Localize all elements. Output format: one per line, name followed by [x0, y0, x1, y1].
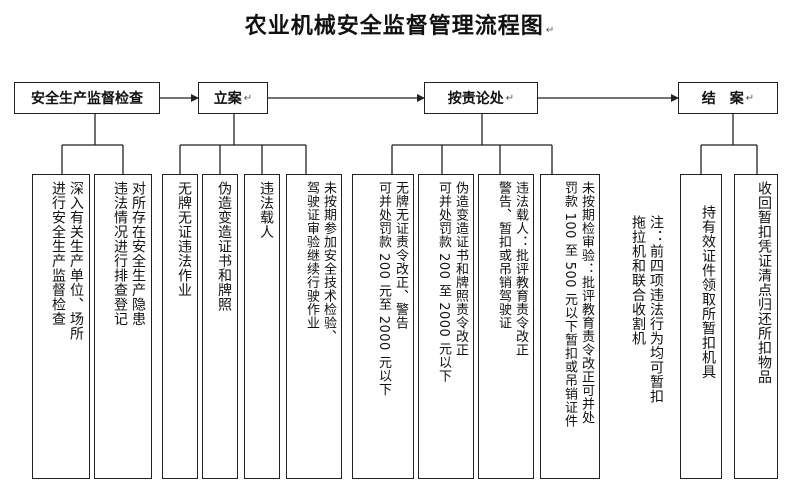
note-text: 注：前四项违法行为均可暂扣 拖拉机和联合收割机 — [630, 215, 664, 404]
stage-box-penalty: 按责论处↵ — [424, 82, 538, 114]
detail-box-12: 收回暂扣凭证清点归还所扣物品 — [734, 174, 778, 479]
detail-text-8: 伪造变造证书和牌照责令改正 可并处罚款 200 至 2000 元以下 — [436, 181, 468, 383]
stage-label-inspection: 安全生产监督检查 — [31, 91, 143, 107]
detail-box-3: 无牌无证违法作业 — [162, 174, 198, 479]
detail-text-10: 未按期检审验：批评教育责令改正可并处 罚款 100 至 500 元以下暂扣或吊销… — [562, 181, 594, 428]
diagram-title-text: 农业机械安全监督管理流程图 — [244, 14, 544, 39]
stage-box-closing: 结 案↵ — [678, 82, 778, 114]
detail-text-3: 无牌无证违法作业 — [176, 181, 192, 297]
detail-text-11: 持有效证件领取所暂扣机具 — [700, 205, 716, 379]
detail-text-5: 违法载人 — [258, 181, 274, 239]
detail-box-5: 违法载人 — [244, 174, 280, 479]
detail-box-2: 对所存在安全生产隐患 违法情况进行排查登记 — [94, 174, 152, 479]
detail-box-11: 持有效证件领取所暂扣机具 — [680, 174, 722, 479]
stage-label-closing: 结 案 — [701, 91, 744, 107]
detail-text-1: 深入有关生产单位、场所 进行安全生产监督检查 — [50, 181, 84, 341]
stage-mark-closing: ↵ — [745, 92, 755, 104]
detail-text-7: 无牌无证责令改正、警告 可并处罚款 200 元至 2000 元以下 — [376, 181, 408, 396]
detail-box-6: 未按期参加安全技术检验、 驾驶证审验继续行驶作业 — [286, 174, 342, 479]
detail-box-8: 伪造变造证书和牌照责令改正 可并处罚款 200 至 2000 元以下 — [418, 174, 474, 479]
detail-text-9: 违法载人：批评教育责令改正 警告、暂扣或吊销驾驶证 — [496, 181, 528, 357]
detail-box-10: 未按期检审验：批评教育责令改正可并处 罚款 100 至 500 元以下暂扣或吊销… — [540, 174, 600, 479]
stage-mark-filing: ↵ — [243, 92, 253, 104]
diagram-title: 农业机械安全监督管理流程图↵ — [0, 8, 800, 40]
detail-box-1: 深入有关生产单位、场所 进行安全生产监督检查 — [32, 174, 90, 479]
detail-box-9: 违法载人：批评教育责令改正 警告、暂扣或吊销驾驶证 — [478, 174, 534, 479]
detail-text-2: 对所存在安全生产隐患 违法情况进行排查登记 — [112, 181, 146, 326]
detail-text-4: 伪造变造证书和牌照 — [216, 181, 232, 312]
note-box: 注：前四项违法行为均可暂扣 拖拉机和联合收割机 — [604, 174, 670, 479]
stage-box-inspection: 安全生产监督检查 — [14, 82, 160, 114]
stage-mark-penalty: ↵ — [505, 92, 515, 104]
stage-label-filing: 立案 — [213, 91, 242, 107]
stage-box-filing: 立案↵ — [198, 82, 268, 114]
title-edit-mark: ↵ — [545, 25, 556, 36]
stage-label-penalty: 按责论处 — [447, 91, 504, 107]
detail-text-6: 未按期参加安全技术检验、 驾驶证审验继续行驶作业 — [304, 181, 336, 343]
detail-box-7: 无牌无证责令改正、警告 可并处罚款 200 元至 2000 元以下 — [352, 174, 414, 479]
detail-box-4: 伪造变造证书和牌照 — [202, 174, 238, 479]
detail-text-12: 收回暂扣凭证清点归还所扣物品 — [756, 181, 772, 384]
